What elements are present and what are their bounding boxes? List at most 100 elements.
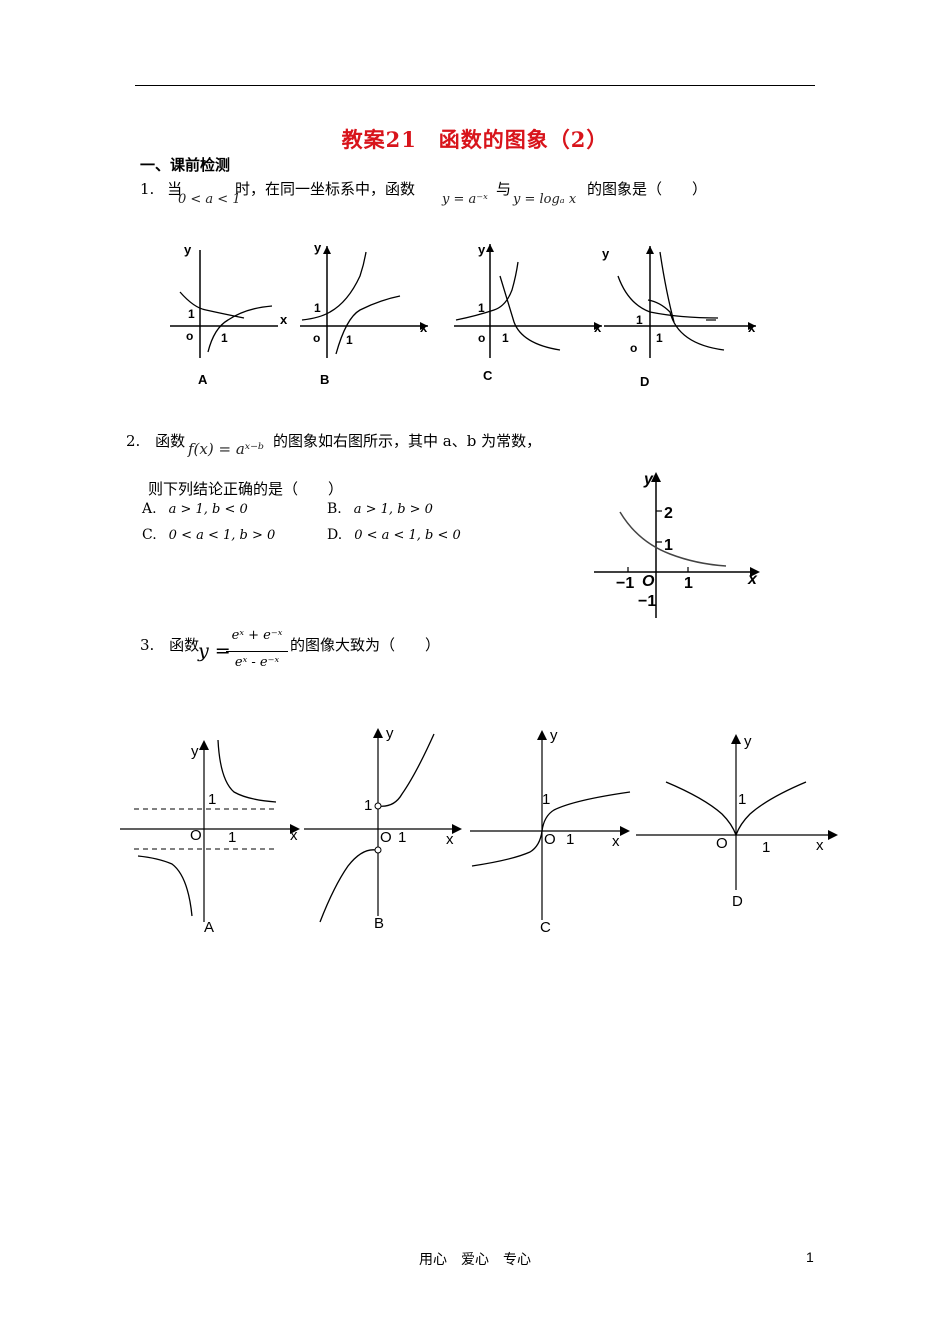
q3-c-label: C	[540, 919, 551, 936]
q1-d-origin: o	[630, 341, 637, 355]
q3-d-label: D	[732, 893, 743, 910]
q3-b-label: B	[374, 915, 384, 932]
question-3-text-b: 的图像大致为（ ）	[290, 636, 441, 654]
q1-a-one-y: 1	[188, 307, 195, 321]
question-1-number: 1.	[140, 180, 155, 198]
q1-d-ylabel: y	[602, 246, 610, 261]
question-2-graph: y x O 2 1 −1 1 −1	[594, 471, 760, 618]
q3-a-label: A	[204, 919, 214, 936]
q3-d-one-x: 1	[762, 839, 770, 856]
q3-graph-c: y x O 1 1 C	[470, 727, 631, 936]
question-3: 3. 函数	[140, 634, 199, 655]
header-rule	[135, 85, 815, 86]
q1-a-one-x: 1	[221, 331, 228, 345]
q3-c-origin: O	[544, 831, 556, 848]
q1-c-xlabel: x	[594, 320, 602, 335]
q1-d-one-y: 1	[636, 313, 643, 327]
q2-graph-tick-neg1-x: −1	[616, 575, 634, 592]
option-2c: C. 0 < a < 1, b > 0	[142, 527, 275, 543]
q3-c-one-x: 1	[566, 831, 574, 848]
q3-a-origin: O	[190, 827, 202, 844]
q3-b-ylabel: y	[386, 725, 394, 742]
option-2a-value: a > 1, b < 0	[168, 502, 248, 517]
option-2c-key: C.	[142, 527, 157, 543]
q3-a-xlabel: x	[290, 827, 298, 844]
q3-graph-b: y x O 1 1 B	[304, 725, 462, 932]
q1-c-origin: o	[478, 331, 485, 345]
q3-d-origin: O	[716, 835, 728, 852]
option-2d-key: D.	[327, 527, 343, 543]
option-2d-value: 0 < a < 1, b < 0	[354, 528, 461, 543]
q1-b-one-x: 1	[346, 333, 353, 347]
q2-graph-origin: O	[642, 573, 655, 590]
q2-graph-tick-2: 2	[664, 505, 673, 522]
q1-graph-a: y x o 1 1 A	[170, 242, 288, 387]
q1-graph-d: y x o 1 1 D	[602, 246, 756, 389]
page-footer: 用心 爱心 专心	[419, 1252, 531, 1268]
q3-d-ylabel: y	[744, 733, 752, 750]
q3-a-one-x: 1	[228, 829, 236, 846]
q1-c-one-x: 1	[502, 331, 509, 345]
q2-graph-xlabel: x	[747, 571, 758, 588]
question-2-function: f(x) = aˣ⁻ᵇ	[188, 440, 265, 458]
question-3-y-equals: y =	[198, 640, 231, 662]
q1-b-label: B	[320, 372, 329, 387]
option-2d: D. 0 < a < 1, b < 0	[327, 527, 461, 543]
question-3-graphs: y x O 1 1 A y x O 1 1 B y x O 1 1 C	[120, 725, 838, 936]
q1-b-one-y: 1	[314, 301, 321, 315]
question-1: 1. 当	[140, 178, 182, 199]
question-2-text-c: 则下列结论正确的是（ ）	[148, 480, 344, 498]
question-2-text-a: 函数	[155, 432, 186, 450]
q1-a-xlabel: x	[280, 312, 288, 327]
q1-a-ylabel: y	[184, 242, 192, 257]
option-2a: A. a > 1, b < 0	[142, 501, 248, 517]
q2-graph-ylabel: y	[643, 471, 654, 488]
q1-d-label: D	[640, 374, 649, 389]
page-title: 教案21 函数的图象（2）	[341, 127, 609, 152]
question-2-text-b: 的图象如右图所示，其中 a、b 为常数，	[273, 432, 542, 450]
question-3-fraction-bar	[226, 651, 288, 652]
question-3-denominator: eˣ - e⁻ˣ	[234, 655, 280, 670]
q1-a-origin: o	[186, 329, 193, 343]
option-2b: B.a > 1, b > 0	[327, 501, 433, 517]
q1-graph-c: y x o 1 1 C	[454, 242, 602, 383]
q3-d-xlabel: x	[816, 837, 824, 854]
option-2c-value: 0 < a < 1, b > 0	[168, 528, 276, 543]
question-3-numerator: eˣ + e⁻ˣ	[231, 628, 283, 643]
q3-c-ylabel: y	[550, 727, 558, 744]
q1-graph-b: y x o 1 1 B	[300, 240, 428, 387]
q2-graph-tick-1-x: 1	[684, 575, 693, 592]
q1-d-one-x: 1	[656, 331, 663, 345]
q1-b-origin: o	[313, 331, 320, 345]
question-1-text-a: 当	[167, 180, 183, 198]
q1-c-label: C	[483, 368, 493, 383]
q3-a-ylabel: y	[191, 743, 199, 760]
section-heading: 一、课前检测	[140, 156, 231, 174]
option-2a-key: A.	[142, 501, 157, 517]
question-1-condition: 0 < a < 1	[178, 192, 241, 207]
q3-b-origin: O	[380, 829, 392, 846]
q3-c-one-y: 1	[542, 791, 550, 808]
q1-b-xlabel: x	[420, 320, 428, 335]
q3-b-one-y: 1	[364, 797, 372, 814]
q1-b-ylabel: y	[314, 240, 322, 255]
question-3-text-a: 函数	[169, 636, 200, 654]
q1-c-ylabel: y	[478, 242, 486, 257]
q2-graph-tick-1: 1	[664, 537, 673, 554]
question-2-number: 2.	[126, 432, 141, 450]
question-1-graphs: y x o 1 1 A y x o 1 1 B y x o 1 1 C	[170, 240, 756, 389]
q2-graph-tick-neg1-y: −1	[638, 593, 656, 610]
q1-c-one-y: 1	[478, 301, 485, 315]
q3-b-one-x: 1	[398, 829, 406, 846]
question-2: 2. 函数	[126, 430, 185, 451]
q3-b-xlabel: x	[446, 831, 454, 848]
option-2b-key: B.	[327, 501, 342, 517]
q3-d-one-y: 1	[738, 791, 746, 808]
q3-graph-a: y x O 1 1 A	[120, 739, 300, 936]
question-1-text-c: 与	[496, 180, 512, 198]
q3-graph-d: y x O 1 1 D	[636, 733, 838, 910]
q1-a-label: A	[198, 372, 208, 387]
q3-c-xlabel: x	[612, 833, 620, 850]
q1-d-xlabel: x	[748, 320, 756, 335]
question-3-number: 3.	[140, 636, 155, 654]
